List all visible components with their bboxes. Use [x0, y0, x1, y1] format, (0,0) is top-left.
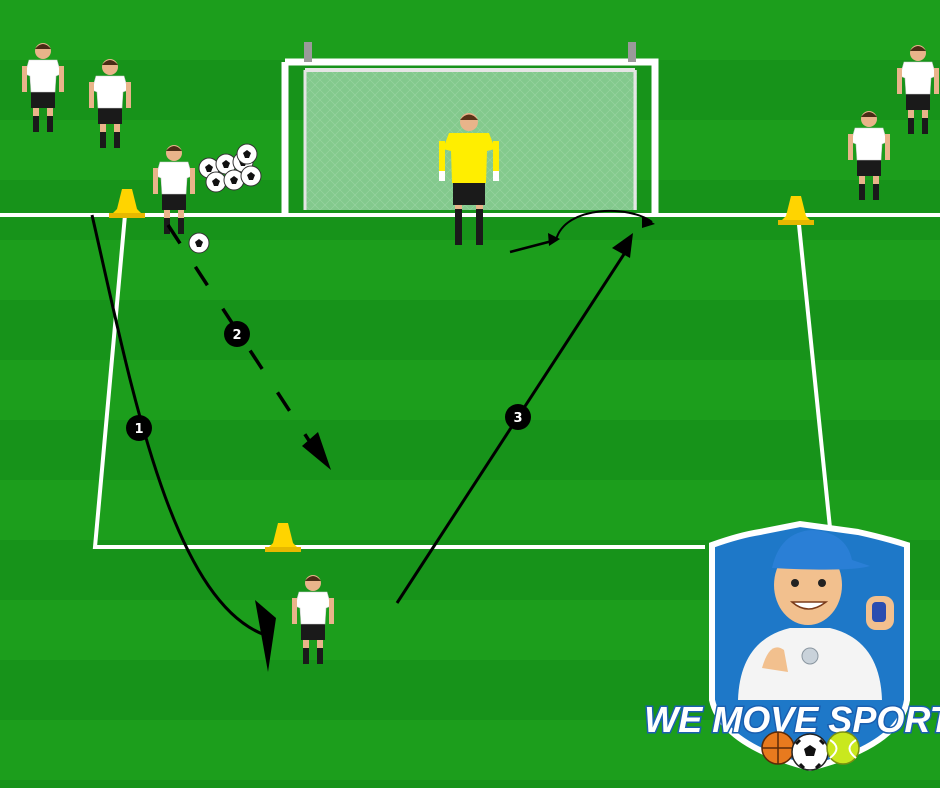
step-marker-1-label: 1 [134, 422, 143, 437]
logo-text: WE MOVE SPORTS [644, 699, 940, 740]
arrowhead [548, 233, 560, 246]
soccer-ball-icon [791, 733, 829, 771]
step-marker-3-label: 3 [513, 411, 522, 426]
arrowhead [612, 233, 633, 258]
arrowhead [302, 432, 331, 470]
step-marker-3: 3 [505, 404, 531, 430]
soccer-ball [188, 232, 210, 254]
arrowhead [642, 216, 655, 228]
tennis-ball-icon [826, 731, 860, 765]
step-marker-2-label: 2 [232, 328, 241, 343]
arrowhead [255, 600, 276, 672]
step-marker-1: 1 [126, 415, 152, 441]
drill-area-right-line [796, 214, 832, 529]
basketball-icon [761, 731, 795, 765]
field-lines [0, 213, 940, 549]
coach-mascot-icon [738, 530, 894, 700]
brand-logo: WE MOVE SPORTS [643, 520, 940, 772]
drill-area-boundary [92, 214, 705, 549]
goalkeeper [439, 113, 499, 245]
keeper-move-arrow [509, 238, 557, 254]
run-arrow-1 [90, 214, 266, 637]
step-marker-2: 2 [224, 321, 250, 347]
